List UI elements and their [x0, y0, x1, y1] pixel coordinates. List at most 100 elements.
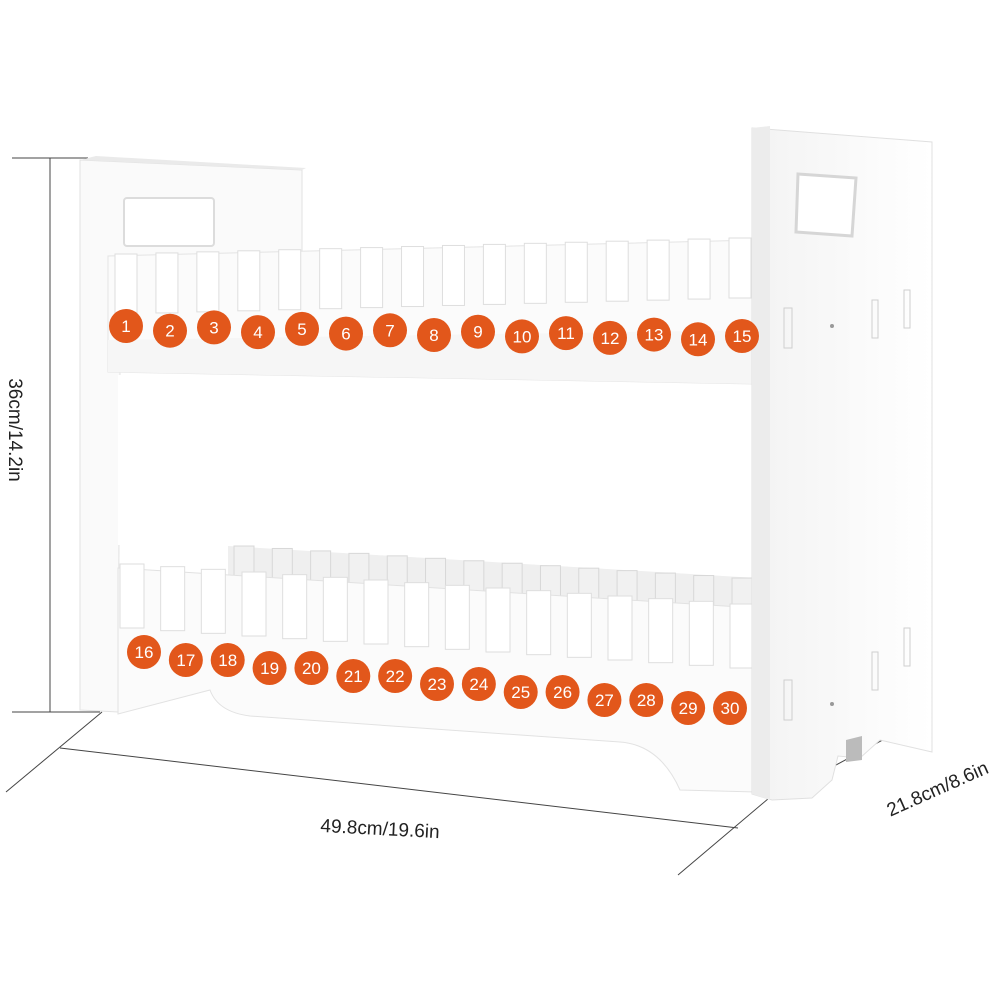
slot-number-badge: 10 — [505, 319, 539, 354]
slot-number-badge: 21 — [336, 659, 371, 693]
slot-number-label: 19 — [260, 659, 279, 678]
fence-tooth — [728, 237, 752, 299]
slot-number-badge: 13 — [637, 317, 671, 352]
left-handle-cutout — [123, 197, 215, 247]
badge-circle — [210, 643, 245, 677]
slot-number-label: 10 — [513, 327, 532, 346]
badge-circle — [549, 316, 583, 351]
screw — [830, 324, 834, 328]
slot-number-label: 25 — [511, 683, 530, 702]
slot-number-badge: 14 — [681, 322, 715, 357]
fence-tooth — [237, 250, 261, 312]
badge-circle — [109, 309, 143, 343]
badge-circle — [637, 317, 671, 352]
slot-number-label: 21 — [344, 667, 363, 686]
fence-tooth — [688, 600, 714, 666]
badge-circle — [417, 318, 451, 352]
slot-number-badge: 29 — [671, 691, 706, 725]
fence-tooth — [482, 243, 506, 305]
slot-number-label: 8 — [429, 326, 438, 345]
badge-circle — [197, 310, 231, 345]
slot-number-label: 7 — [385, 321, 394, 340]
width-tick-left — [5, 711, 103, 793]
badge-circle — [252, 651, 287, 685]
badge-circle — [127, 635, 161, 669]
slot-number-badge: 7 — [373, 313, 407, 348]
slot-number-badge: 1 — [109, 309, 143, 343]
slot-number-label: 16 — [135, 643, 154, 662]
right-panel-slots — [783, 289, 911, 721]
badge-circle — [294, 651, 329, 685]
badge-circle — [373, 313, 407, 348]
slot-number-label: 26 — [553, 683, 572, 702]
badge-circle — [629, 683, 664, 717]
back-gap — [118, 375, 758, 545]
right-handle-cutout — [794, 172, 858, 238]
badge-circle — [336, 659, 371, 693]
slot-number-label: 13 — [645, 326, 664, 345]
slot-number-badge: 5 — [285, 311, 319, 346]
width-line — [59, 747, 739, 829]
fence-tooth — [404, 582, 430, 648]
badge-circle — [681, 322, 715, 357]
badge-circle — [503, 675, 538, 709]
slot-number-badge: 11 — [549, 316, 583, 351]
slot-number-badge: 26 — [545, 675, 580, 709]
badge-circle — [671, 691, 706, 725]
fence-tooth — [119, 563, 145, 629]
badge-circle — [329, 316, 363, 351]
fence-tooth — [526, 590, 552, 656]
slot-number-badge: 18 — [210, 643, 245, 677]
slot-number-label: 29 — [679, 699, 698, 718]
fence-tooth — [605, 240, 629, 302]
fence-tooth — [401, 246, 425, 308]
badge-circle — [420, 667, 454, 701]
slot-number-badge: 3 — [197, 310, 231, 345]
badge-circle — [153, 313, 187, 348]
fence-tooth — [646, 239, 670, 301]
slot-number-badge: 17 — [168, 643, 203, 677]
slot-number-label: 9 — [473, 323, 482, 342]
badge-circle — [593, 320, 627, 355]
fence-tooth — [155, 252, 179, 314]
slot-number-label: 15 — [733, 327, 752, 346]
fence-tooth — [729, 603, 755, 669]
fence-tooth — [200, 568, 226, 634]
slot-number-badge: 25 — [503, 675, 538, 709]
slot-number-badge: 9 — [461, 314, 495, 349]
slot-number-label: 20 — [302, 659, 321, 678]
badge-circle — [505, 319, 539, 354]
screw — [830, 702, 834, 706]
badge-circle — [378, 659, 413, 693]
slot-number-label: 4 — [253, 323, 262, 342]
fence-tooth — [441, 244, 465, 306]
slot-number-badge: 12 — [593, 320, 627, 355]
slot-number-badge: 19 — [252, 651, 287, 685]
slot-number-label: 5 — [297, 320, 306, 339]
fence-tooth — [160, 566, 186, 632]
slot-number-label: 18 — [218, 651, 237, 670]
fence-tooth — [278, 249, 302, 311]
slot-number-badge: 20 — [294, 651, 329, 685]
slot-number-badge: 8 — [417, 318, 451, 352]
slot-number-label: 28 — [637, 691, 656, 710]
fence-tooth — [360, 247, 384, 309]
top-shelf — [107, 237, 757, 385]
badge-circle — [461, 667, 496, 701]
slot-number-badge: 23 — [420, 667, 454, 701]
badge-circle — [545, 675, 580, 709]
badge-circle — [168, 643, 203, 677]
slot-number-badge: 15 — [725, 319, 759, 353]
fence-tooth — [564, 241, 588, 303]
slot-number-badge: 22 — [378, 659, 413, 693]
badge-circle — [285, 311, 319, 346]
fence-tooth — [114, 253, 138, 315]
badge-circle — [241, 315, 275, 350]
slot-number-badge: 27 — [587, 683, 622, 717]
slot-number-badge: 16 — [127, 635, 161, 669]
slot-number-label: 3 — [209, 318, 218, 337]
